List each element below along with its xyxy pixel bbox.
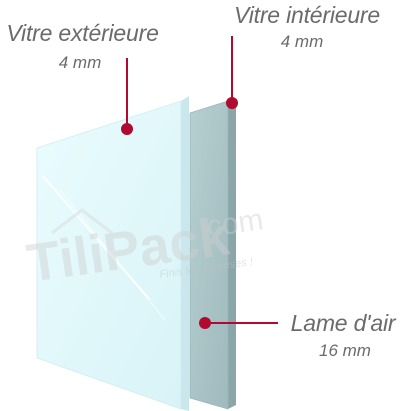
outer-glass-label: Vitre extérieure	[6, 20, 159, 46]
outer-glass-thickness: 4 mm	[58, 53, 102, 72]
watermark-roof-icon	[51, 208, 113, 235]
inner-glass-label: Vitre intérieure	[234, 2, 380, 28]
outer-glass-edge	[181, 96, 189, 411]
air-gap-label: Lame d'air	[290, 310, 396, 336]
inner-glass-edge	[228, 99, 236, 409]
glass-reflection	[59, 189, 166, 321]
outer-glass-pane	[36, 100, 182, 410]
outer-glass-marker	[121, 123, 133, 135]
inner-glass-thickness: 4 mm	[280, 32, 324, 51]
air-gap-thickness: 16 mm	[319, 341, 371, 360]
inner-glass-pane	[189, 100, 229, 410]
air-gap-marker	[199, 317, 211, 329]
inner-glass-marker	[226, 97, 238, 109]
